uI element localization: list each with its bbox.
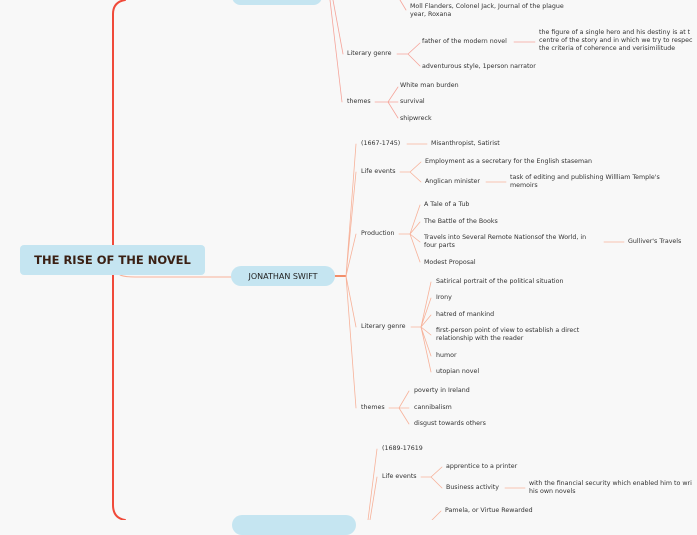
root-node[interactable]: THE RISE OF THE NOVEL	[20, 245, 205, 275]
richardson-pamela[interactable]: Pamela, or Virtue Rewarded	[445, 507, 533, 514]
swift-literary-genre[interactable]: Literary genre	[361, 323, 406, 330]
defoe-father[interactable]: father of the modern novel	[422, 38, 507, 45]
swift-genre-item[interactable]: Satirical portrait of the political situ…	[436, 278, 564, 285]
swift-anglican-detail[interactable]: task of editing and publishing Willliam …	[510, 174, 660, 189]
swift-themes[interactable]: themes	[361, 404, 385, 411]
swift-life-events[interactable]: Life events	[361, 168, 396, 175]
richardson-dates[interactable]: (1689-17619	[382, 445, 423, 452]
swift-production[interactable]: Production	[361, 230, 395, 237]
swift-anglican[interactable]: Anglican minister	[425, 178, 480, 185]
swift-work[interactable]: A Tale of a Tub	[424, 201, 470, 208]
defoe-literary-genre[interactable]: Literary genre	[347, 50, 392, 57]
swift-genre-item[interactable]: hatred of mankind	[436, 311, 495, 318]
richardson-business-detail[interactable]: with the financial security which enable…	[529, 480, 692, 495]
swift-dates-detail[interactable]: Misanthropist, Satirist	[431, 140, 500, 147]
richardson-node[interactable]	[232, 515, 356, 535]
defoe-theme[interactable]: White man burden	[400, 82, 459, 89]
swift-gulliver[interactable]: Gulliver's Travels	[628, 238, 682, 245]
richardson-business[interactable]: Business activity	[446, 484, 499, 491]
swift-work-travels[interactable]: Travels into Several Remote Nationsof th…	[424, 234, 587, 249]
swift-theme[interactable]: disgust towards others	[414, 420, 486, 427]
defoe-father-detail[interactable]: the figure of a single hero and his dest…	[539, 29, 693, 52]
swift-genre-item[interactable]: first-person point of view to establish …	[436, 327, 580, 342]
swift-theme[interactable]: cannibalism	[414, 404, 452, 411]
swift-genre-item[interactable]: Irony	[436, 294, 452, 301]
swift-work[interactable]: The Battle of the Books	[424, 218, 498, 225]
swift-title: JONATHAN SWIFT	[248, 271, 318, 281]
defoe-style[interactable]: adventurous style, 1person narrator	[422, 63, 536, 70]
defoe-theme[interactable]: survival	[400, 98, 425, 105]
root-title: THE RISE OF THE NOVEL	[34, 253, 191, 267]
defoe-works[interactable]: Moll Flanders, Colonel Jack, Journal of …	[410, 3, 564, 18]
swift-node[interactable]: JONATHAN SWIFT	[231, 266, 335, 286]
swift-dates[interactable]: (1667-1745)	[361, 140, 401, 147]
defoe-themes[interactable]: themes	[347, 98, 371, 105]
swift-genre-item[interactable]: humor	[436, 352, 457, 359]
defoe-node[interactable]	[232, 0, 322, 5]
swift-work[interactable]: Modest Proposal	[424, 259, 476, 266]
swift-employment[interactable]: Employment as a secretary for the Englis…	[425, 158, 592, 165]
swift-genre-item[interactable]: utopian novel	[436, 368, 480, 375]
richardson-apprentice[interactable]: apprentice to a printer	[446, 463, 518, 470]
richardson-life-events[interactable]: Life events	[382, 473, 417, 480]
defoe-theme[interactable]: shipwreck	[400, 115, 432, 122]
swift-theme[interactable]: poverty in Ireland	[414, 387, 470, 394]
